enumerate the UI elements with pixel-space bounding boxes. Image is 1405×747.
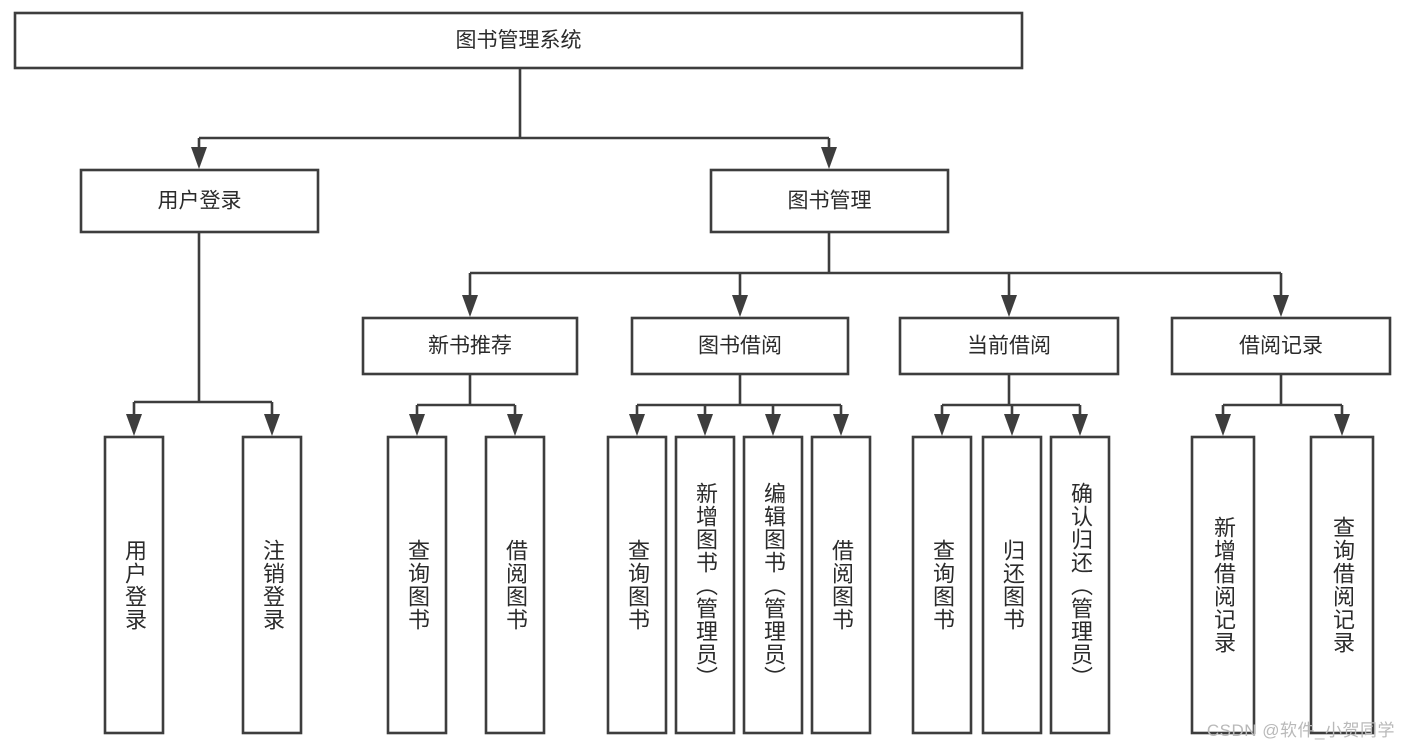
arrow-head-icon	[1273, 295, 1289, 317]
leaf-node-rect[interactable]	[103, 435, 165, 735]
level3-node-rect[interactable]	[361, 316, 579, 376]
level2-node-label: 用户登录	[158, 190, 242, 213]
level3-node-label: 当前借阅	[967, 335, 1051, 358]
level3-node-label: 图书借阅	[698, 335, 782, 358]
level2-node-rect[interactable]	[709, 168, 950, 234]
leaf-node-7[interactable]	[742, 435, 804, 735]
leaf-node-4[interactable]	[484, 435, 546, 735]
arrow-head-icon	[1215, 414, 1231, 436]
leaf-node-3[interactable]	[386, 435, 448, 735]
watermark-text: CSDN @软件_小贺同学	[1206, 721, 1395, 740]
leaf-node-rect[interactable]	[386, 435, 448, 735]
arrow-head-icon	[833, 414, 849, 436]
level3-node-4[interactable]: 借阅记录	[1170, 316, 1392, 376]
leaf-node-6[interactable]	[674, 435, 736, 735]
level3-node-2[interactable]: 图书借阅	[630, 316, 850, 376]
leaf-node-5[interactable]	[606, 435, 668, 735]
arrow-head-icon	[821, 147, 837, 169]
leaf-node-rect[interactable]	[1190, 435, 1256, 735]
arrow-head-icon	[1001, 295, 1017, 317]
arrow-head-icon	[1004, 414, 1020, 436]
leaf-node-rect[interactable]	[810, 435, 872, 735]
level3-node-rect[interactable]	[1170, 316, 1392, 376]
leaf-node-8[interactable]	[810, 435, 872, 735]
level3-node-rect[interactable]	[630, 316, 850, 376]
leaf-node-12[interactable]	[1190, 435, 1256, 735]
level3-node-label: 新书推荐	[428, 335, 512, 358]
connector-group-4	[409, 374, 523, 436]
leaf-node-rect[interactable]	[911, 435, 973, 735]
level3-node-rect[interactable]	[898, 316, 1120, 376]
level3-node-label: 借阅记录	[1239, 335, 1323, 358]
leaf-node-10[interactable]	[981, 435, 1043, 735]
arrow-head-icon	[629, 414, 645, 436]
leaf-node-rect[interactable]	[241, 435, 303, 735]
connector-group-6	[934, 374, 1088, 436]
arrow-head-icon	[697, 414, 713, 436]
connector-group-3	[462, 232, 1289, 317]
arrow-head-icon	[1072, 414, 1088, 436]
arrow-head-icon	[126, 414, 142, 436]
arrow-head-icon	[409, 414, 425, 436]
arrow-head-icon	[765, 414, 781, 436]
leaf-node-1[interactable]	[103, 435, 165, 735]
arrow-head-icon	[507, 414, 523, 436]
leaf-node-rect[interactable]	[1309, 435, 1375, 735]
leaf-node-9[interactable]	[911, 435, 973, 735]
arrow-head-icon	[934, 414, 950, 436]
arrow-head-icon	[732, 295, 748, 317]
leaf-node-rect[interactable]	[1049, 435, 1111, 735]
connector-group-7	[1215, 374, 1350, 436]
leaf-node-rect[interactable]	[742, 435, 804, 735]
leaf-node-rect[interactable]	[674, 435, 736, 735]
arrow-head-icon	[462, 295, 478, 317]
arrow-head-icon	[191, 147, 207, 169]
level2-node-label: 图书管理	[788, 190, 872, 213]
leaf-node-rect[interactable]	[981, 435, 1043, 735]
arrow-head-icon	[1334, 414, 1350, 436]
root-node-rect[interactable]	[13, 11, 1024, 70]
root-node-label: 图书管理系统	[456, 29, 582, 52]
arrow-head-icon	[264, 414, 280, 436]
leaf-node-13[interactable]	[1309, 435, 1375, 735]
leaf-node-rect[interactable]	[606, 435, 668, 735]
level2-node-rect[interactable]	[79, 168, 320, 234]
connector-group-2	[126, 232, 280, 436]
level2-node-2[interactable]: 图书管理	[709, 168, 950, 234]
leaf-node-rect[interactable]	[484, 435, 546, 735]
level2-node-1[interactable]: 用户登录	[79, 168, 320, 234]
leaf-node-2[interactable]	[241, 435, 303, 735]
level3-node-3[interactable]: 当前借阅	[898, 316, 1120, 376]
root-node[interactable]: 图书管理系统	[13, 11, 1024, 70]
connector-group-5	[629, 374, 849, 436]
leaf-node-11[interactable]	[1049, 435, 1111, 735]
connector-group-1	[191, 68, 837, 169]
level3-node-1[interactable]: 新书推荐	[361, 316, 579, 376]
